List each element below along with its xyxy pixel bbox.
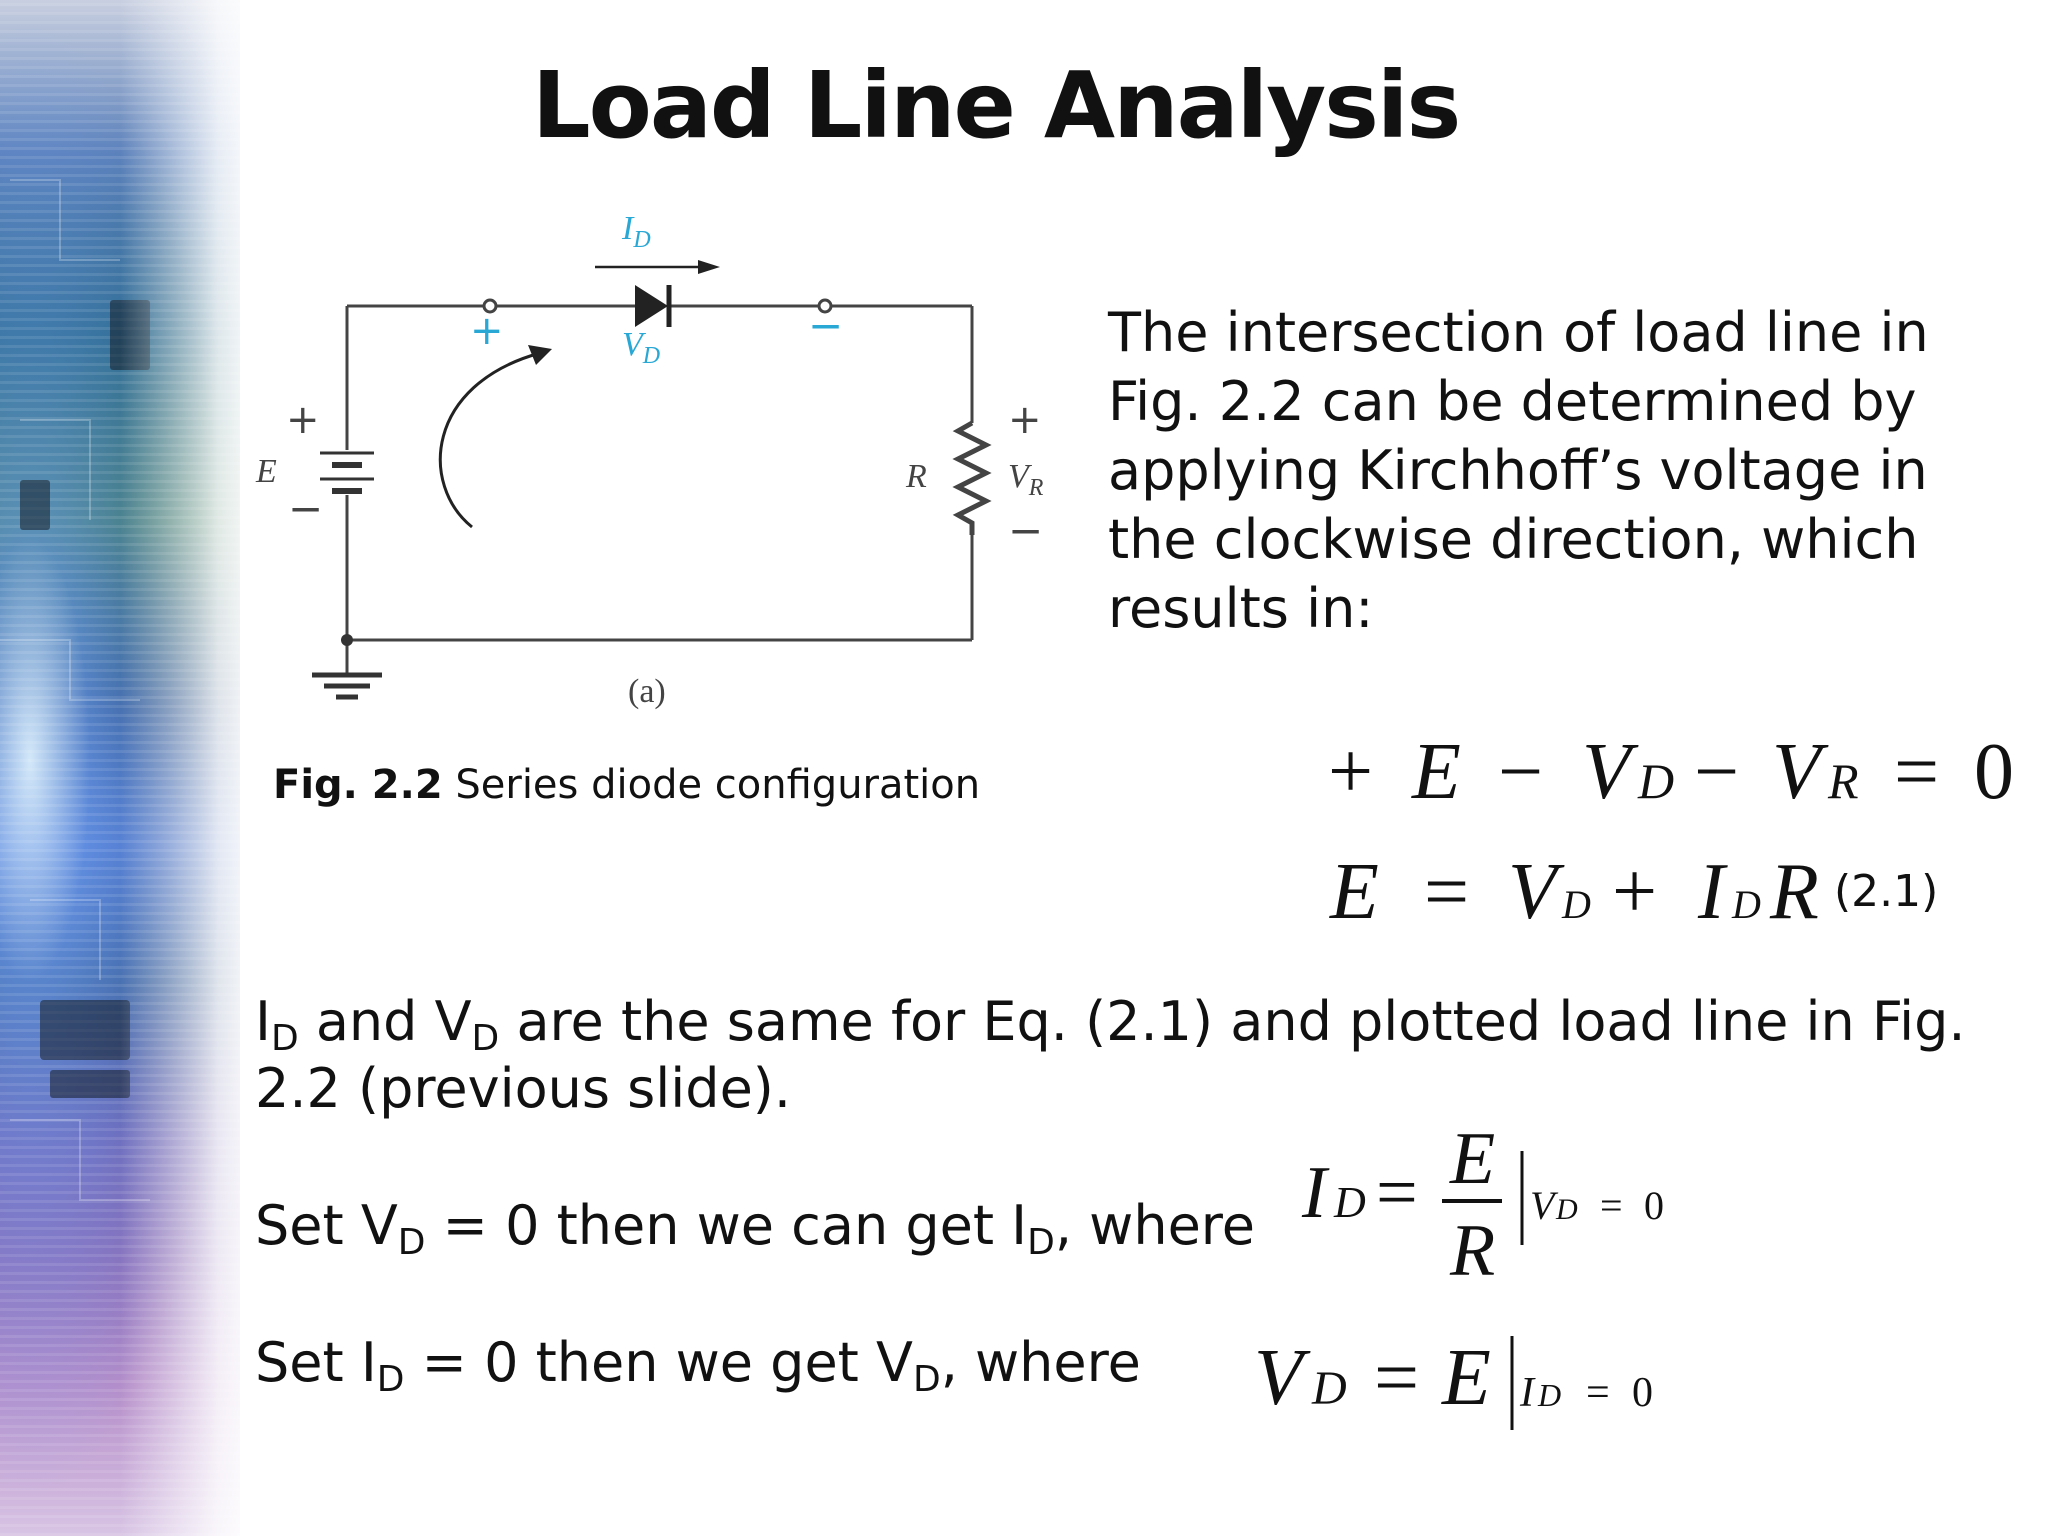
svg-text:I: I [1697, 848, 1728, 936]
svg-text:V: V [1254, 1334, 1311, 1422]
svg-text:V: V [1508, 848, 1565, 936]
svg-text:E: E [1329, 848, 1379, 936]
source-plus-sign: + [286, 397, 320, 443]
svg-text:D: D [1637, 753, 1674, 809]
svg-text:D: D [1555, 1193, 1578, 1226]
svg-text:0: 0 [1644, 1183, 1664, 1228]
series-diode-circuit: ID VD E R VR + − + − + − (a) [255, 210, 1044, 710]
resistor-minus-sign: − [1008, 506, 1043, 555]
diode-voltage-label: VD [622, 326, 660, 369]
equation-number: (2.1) [1834, 866, 1938, 917]
svg-text:I: I [1519, 1370, 1536, 1416]
diode-minus-sign: − [808, 301, 843, 350]
svg-text:+: + [1612, 848, 1657, 936]
svg-text:I: I [1301, 1152, 1330, 1234]
svg-text:E: E [1411, 728, 1461, 816]
source-label: E [255, 453, 277, 490]
svg-text:R: R [1449, 1210, 1495, 1292]
kvl-equation: + E − V D − V R = 0 [1328, 728, 2014, 816]
body-line-2: 2.2 (previous slide). [255, 1057, 792, 1120]
slide-title: Load Line Analysis [532, 52, 1461, 159]
svg-text:E: E [1449, 1118, 1495, 1200]
resistor-label: R [905, 458, 927, 495]
svg-text:=: = [1600, 1183, 1623, 1228]
side-image-fade [120, 0, 260, 1536]
resistor-voltage-label: VR [1008, 458, 1044, 501]
svg-text:D: D [1561, 882, 1591, 927]
svg-text:V: V [1530, 1183, 1559, 1228]
svg-text:V: V [1582, 728, 1639, 816]
svg-text:0: 0 [1974, 728, 2014, 816]
set-id-statement: Set ID = 0 then we get VD, where [255, 1331, 1141, 1400]
svg-text:E: E [1441, 1334, 1491, 1422]
svg-text:−: − [1498, 728, 1543, 816]
svg-text:D: D [1731, 882, 1761, 927]
resistor-plus-sign: + [1008, 397, 1042, 443]
diode-plus-sign: + [470, 308, 504, 354]
equation-2-1: E = V D + I D R (2.1) [1329, 848, 1938, 936]
set-vd-statement: Set VD = 0 then we can get ID, where [255, 1194, 1256, 1263]
svg-text:=: = [1424, 848, 1469, 936]
subfigure-label: (a) [628, 673, 666, 710]
voltage-intercept-equation: V D = E I D = 0 [1254, 1334, 1653, 1430]
svg-text:D: D [1333, 1178, 1366, 1227]
svg-text:+: + [1328, 728, 1373, 816]
source-minus-sign: − [288, 484, 323, 533]
svg-text:=: = [1374, 1334, 1419, 1422]
svg-text:V: V [1772, 728, 1829, 816]
svg-text:−: − [1694, 728, 1739, 816]
figure-caption: Fig. 2.2 Series diode configuration [273, 762, 981, 808]
svg-text:=: = [1376, 1152, 1418, 1234]
svg-text:=: = [1894, 728, 1939, 816]
svg-text:0: 0 [1632, 1370, 1653, 1416]
body-line-1: ID and VD are the same for Eq. (2.1) and… [255, 990, 1966, 1059]
svg-text:=: = [1586, 1370, 1610, 1416]
svg-text:R: R [1769, 848, 1819, 936]
svg-text:R: R [1827, 753, 1859, 809]
current-label: ID [621, 210, 651, 253]
svg-text:D: D [1311, 1362, 1347, 1415]
svg-text:D: D [1537, 1377, 1561, 1413]
current-intercept-equation: I D = E R V D = 0 [1301, 1118, 1664, 1292]
explanation-paragraph: The intersection of load line in Fig. 2.… [1108, 301, 1929, 640]
